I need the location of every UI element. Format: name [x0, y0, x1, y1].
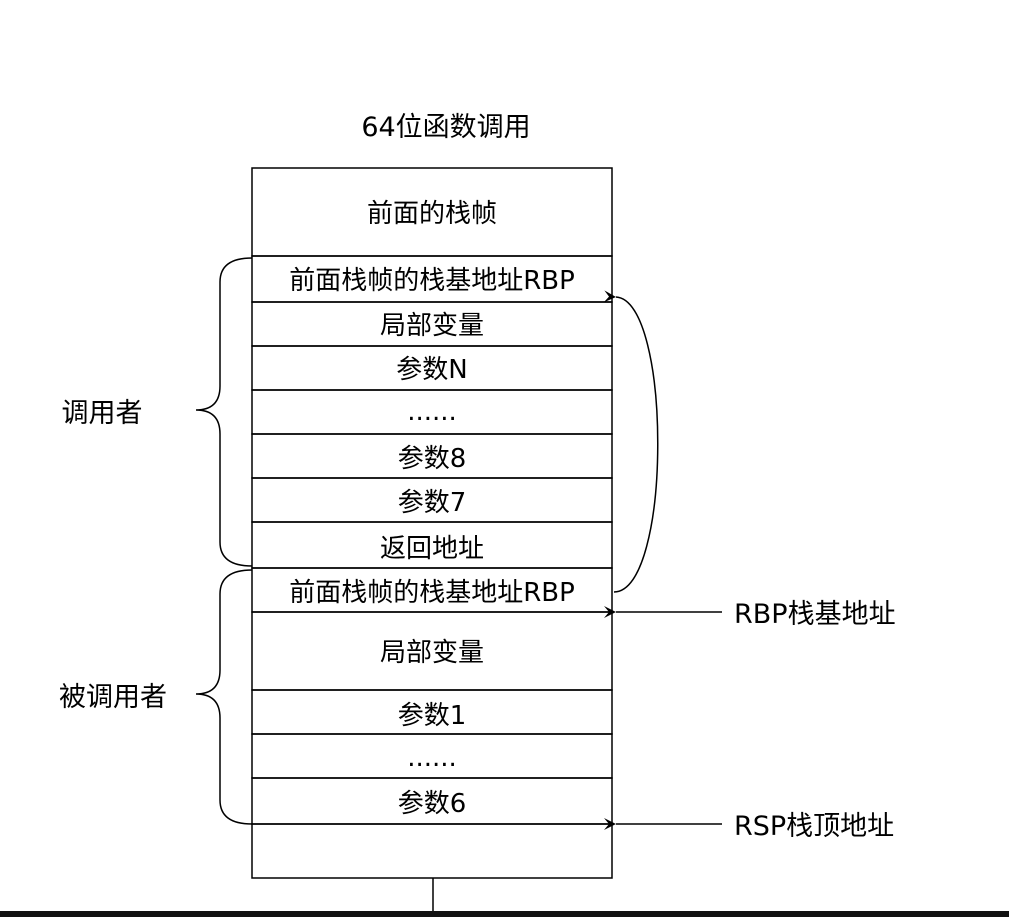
- stack-cell-label-6: 参数7: [398, 488, 467, 518]
- saved-rbp-link-arrow: [603, 290, 659, 593]
- rbp-pointer-label: RBP栈基地址: [734, 599, 896, 630]
- caller-brace: [195, 257, 253, 567]
- stack-cell-label-10: 参数1: [398, 701, 467, 731]
- stack-cell-label-0: 前面的栈帧: [367, 199, 497, 229]
- stack-cell-label-9: 局部变量: [380, 638, 484, 668]
- stack-column: 前面的栈帧 前面栈帧的栈基地址RBP 局部变量 参数N ...... 参数8 参…: [251, 167, 613, 879]
- stack-cell-label-3: 参数N: [396, 355, 467, 385]
- stack-cell-label-12: 参数6: [398, 789, 467, 819]
- rsp-pointer-label: RSP栈顶地址: [734, 811, 894, 842]
- stack-cell-label-8: 前面栈帧的栈基地址RBP: [289, 578, 575, 608]
- caller-label: 调用者: [62, 398, 143, 429]
- callee-label: 被调用者: [59, 682, 167, 713]
- callee-brace: [195, 569, 253, 825]
- diagram-title: 64位函数调用: [361, 112, 530, 143]
- bottom-edge-bar: [0, 911, 1009, 917]
- stack-cell-label-4: ......: [407, 397, 457, 427]
- stack-cell-13: [251, 823, 613, 879]
- stack-cell-label-11: ......: [407, 743, 457, 773]
- stack-cell-label-2: 局部变量: [380, 311, 484, 341]
- stack-cell-label-5: 参数8: [398, 444, 467, 474]
- stack-cell-label-1: 前面栈帧的栈基地址RBP: [289, 266, 575, 296]
- stack-cell-label-7: 返回地址: [380, 534, 484, 564]
